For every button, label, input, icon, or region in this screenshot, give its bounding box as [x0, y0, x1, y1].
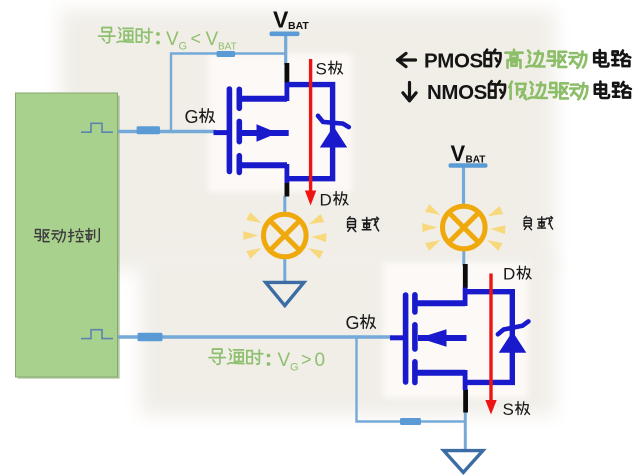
svg-text:S: S — [503, 400, 514, 419]
svg-text:D: D — [320, 191, 332, 210]
svg-text:V: V — [278, 350, 291, 371]
svg-text:<: < — [191, 29, 202, 49]
svg-text:BAT: BAT — [466, 155, 486, 166]
svg-text:G: G — [179, 41, 188, 53]
svg-text:V: V — [451, 141, 466, 166]
svg-text:>: > — [301, 350, 312, 370]
svg-text:0: 0 — [315, 350, 326, 371]
svg-text:BAT: BAT — [218, 42, 237, 53]
svg-text:G: G — [290, 362, 299, 374]
svg-text:V: V — [206, 29, 219, 50]
svg-text:BAT: BAT — [288, 20, 309, 32]
svg-text:PMOS: PMOS — [424, 50, 483, 73]
svg-text:V: V — [166, 29, 179, 50]
svg-text:S: S — [316, 60, 327, 79]
svg-text:D: D — [503, 265, 515, 284]
svg-text:G: G — [185, 107, 199, 127]
svg-text:G: G — [346, 313, 360, 333]
svg-text:NMOS: NMOS — [427, 81, 487, 104]
svg-text:V: V — [273, 7, 289, 33]
